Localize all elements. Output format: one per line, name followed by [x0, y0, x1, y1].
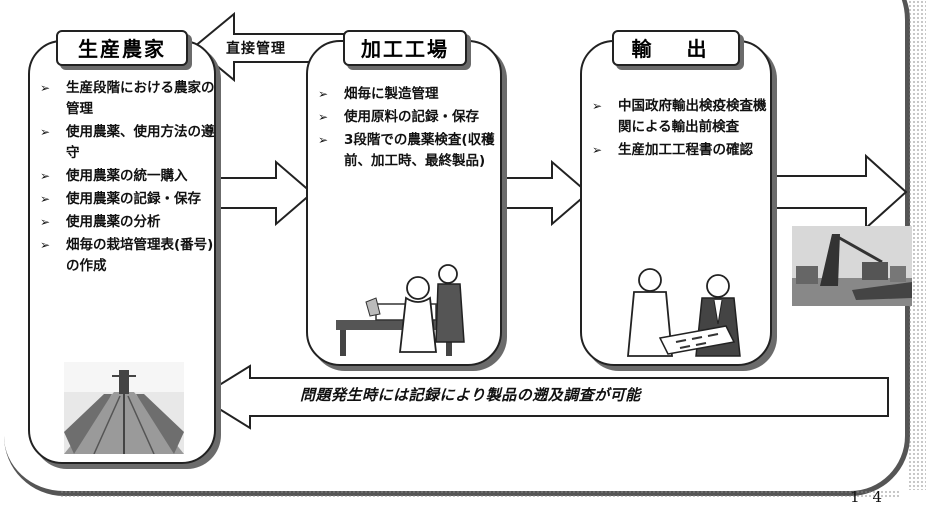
frame-texture-bottom [60, 490, 900, 498]
flow-arrow-factory-to-export [501, 159, 590, 227]
bullet-arrow-icon: ➢ [592, 99, 603, 113]
frame-texture-right [908, 0, 926, 490]
list-item: ➢中国政府輸出検疫検査機関による輸出前検査 [592, 98, 767, 135]
bullet-arrow-icon: ➢ [318, 110, 329, 124]
farm-item-list: ➢生産段階における農家の管理 ➢使用農薬、使用方法の遵守 ➢使用農薬の統一購入 … [34, 78, 216, 279]
list-item: ➢使用農薬の分析 [34, 212, 216, 233]
bullet-arrow-icon: ➢ [592, 143, 603, 157]
traceability-label: 問題発生時には記録により製品の遡及調査が可能 [300, 386, 641, 404]
export-item-list: ➢中国政府輸出検疫検査機関による輸出前検査 ➢生産加工工程書の確認 [586, 96, 772, 163]
bullet-arrow-icon: ➢ [40, 125, 51, 139]
bullet-arrow-icon: ➢ [318, 133, 329, 147]
list-item: ➢生産加工工程書の確認 [586, 140, 772, 161]
flow-arrow-export-out [771, 153, 908, 231]
list-item: ➢生産段階における農家の管理 [40, 80, 215, 117]
bullet-arrow-icon: ➢ [40, 169, 51, 183]
factory-item-list: ➢畑毎に製造管理 ➢使用原料の記録・保存 ➢3段階での農薬検査(収穫前、加工時、… [312, 84, 502, 174]
bullet-arrow-icon: ➢ [318, 87, 329, 101]
list-item: ➢畑毎に製造管理 [312, 84, 502, 105]
factory-workers-illustration [336, 264, 465, 356]
list-item: ➢使用農薬の記録・保存 [34, 189, 216, 210]
bullet-arrow-icon: ➢ [40, 215, 51, 229]
farm-stage-title: 生産農家 [56, 30, 188, 66]
traceability-arrow [198, 364, 889, 430]
list-item: ➢使用農薬の統一購入 [34, 166, 216, 187]
ship-loading-illustration [792, 226, 912, 306]
bullet-arrow-icon: ➢ [40, 81, 51, 95]
export-stage-box [580, 40, 772, 366]
flow-arrow-farm-to-factory [215, 159, 314, 227]
bullet-arrow-icon: ➢ [40, 192, 51, 206]
bullet-arrow-icon: ➢ [40, 238, 51, 252]
list-item: ➢使用農薬、使用方法の遵守 [40, 124, 215, 161]
export-stage-title: 輸 出 [612, 30, 740, 66]
factory-stage-title: 加工工場 [343, 30, 467, 66]
direct-management-label: 直接管理 [226, 41, 286, 57]
list-item: ➢使用原料の記録・保存 [312, 107, 502, 128]
list-item: ➢畑毎の栽培管理表(番号)の作成 [40, 237, 214, 274]
page-number: 1 4 [850, 488, 886, 506]
field-photo-illustration [64, 362, 184, 454]
inspectors-illustration [627, 268, 741, 357]
list-item: ➢3段階での農薬検査(収穫前、加工時、最終製品) [318, 132, 495, 169]
